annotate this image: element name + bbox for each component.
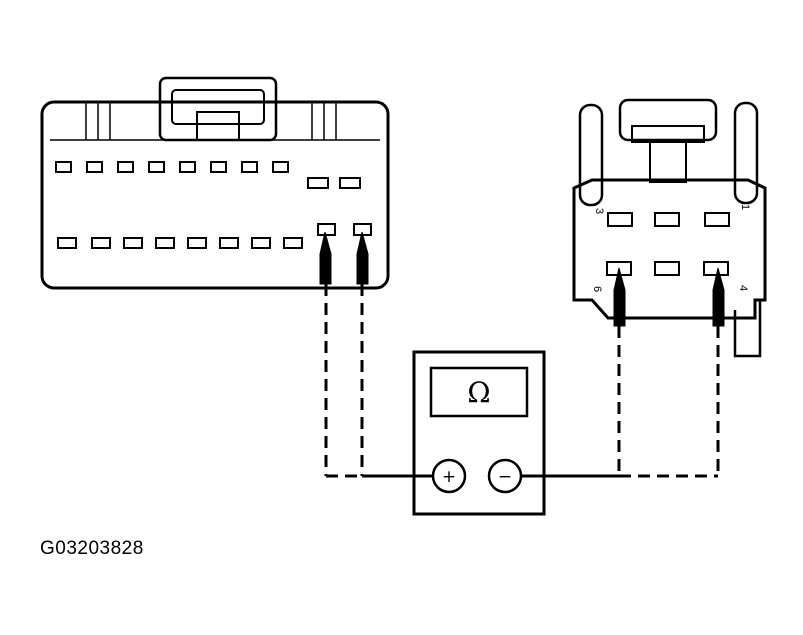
left-connector-body xyxy=(40,100,390,290)
pin-label-6: 6 xyxy=(591,286,603,292)
left-connector-lower-terminals xyxy=(57,237,303,249)
pin-label-4: 4 xyxy=(737,285,749,291)
ohmmeter: Ω + − xyxy=(412,350,546,516)
left-connector-latch xyxy=(158,76,278,142)
negative-terminal-symbol: − xyxy=(498,467,512,487)
left-connector-probed-terminal-a xyxy=(317,223,336,236)
right-connector-latch xyxy=(618,98,718,142)
pin-label-3: 3 xyxy=(593,208,605,214)
probe-left-b xyxy=(356,231,369,285)
right-connector: 3 1 6 4 xyxy=(572,98,767,358)
pin-label-1: 1 xyxy=(739,204,751,210)
left-connector xyxy=(40,76,390,290)
probe-left-a xyxy=(319,231,332,285)
right-connector-probed-terminal-4 xyxy=(703,261,729,276)
positive-terminal xyxy=(431,458,467,494)
figure-id-label: G03203828 xyxy=(40,538,144,559)
test-probes xyxy=(319,231,725,327)
probe-right-4 xyxy=(712,267,725,327)
right-connector-terminals xyxy=(607,212,730,276)
negative-terminal xyxy=(487,458,523,494)
ohmmeter-body xyxy=(412,350,546,516)
right-connector-body xyxy=(572,178,767,320)
positive-terminal-symbol: + xyxy=(442,467,456,487)
left-connector-upper-terminals xyxy=(55,161,361,189)
test-leads xyxy=(324,284,720,478)
probe-right-6 xyxy=(613,267,626,327)
ohmmeter-display xyxy=(429,366,529,418)
ohm-symbol: Ω xyxy=(467,376,490,409)
